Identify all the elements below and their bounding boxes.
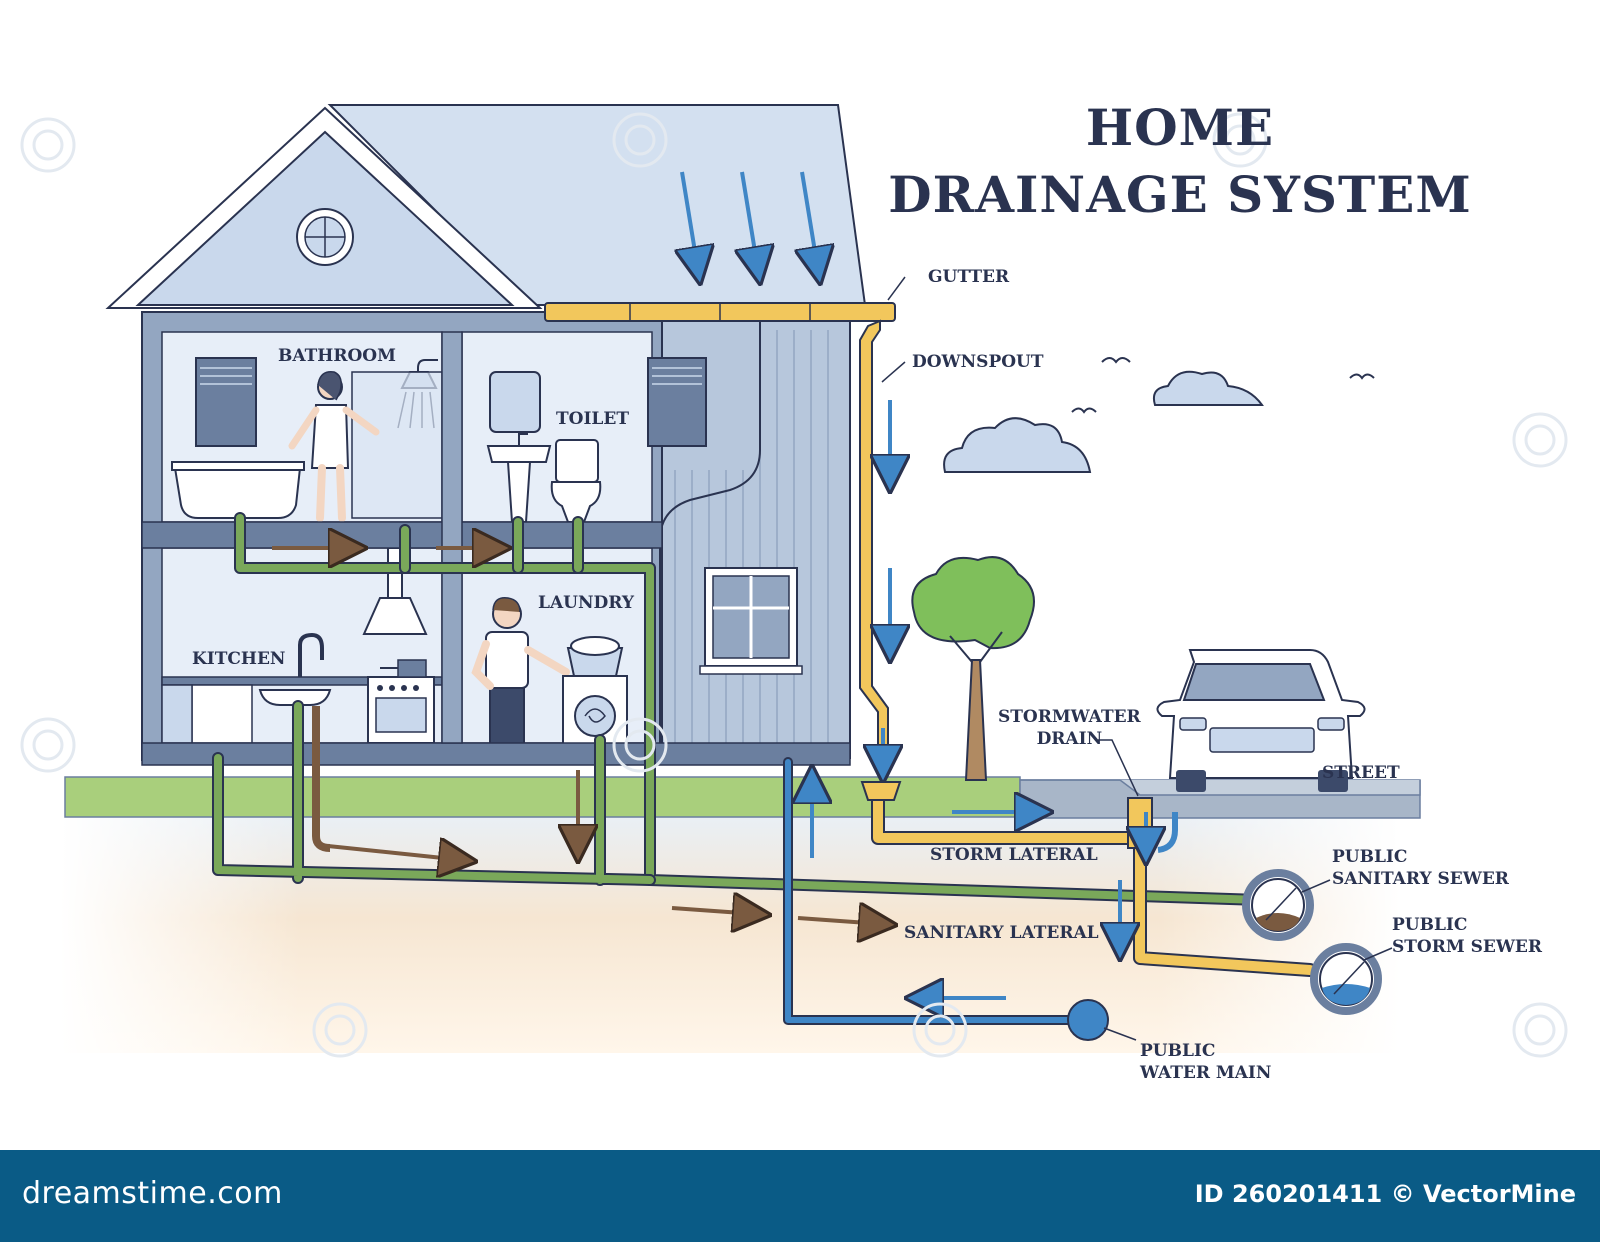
label-street: STREET: [1322, 763, 1400, 783]
car-icon: [1156, 649, 1366, 792]
label-public-storm-sewer-line2: STORM SEWER: [1392, 937, 1543, 957]
foundation: [141, 742, 851, 766]
kitchen-cabinet: [191, 684, 253, 744]
ground: [60, 776, 1421, 1053]
label-public-storm-sewer-line1: PUBLIC: [1392, 915, 1468, 935]
label-stormwater-drain-line1: STORMWATER: [998, 707, 1141, 727]
soil-fade: [60, 808, 1400, 1053]
label-stormwater-drain: STORMWATER DRAIN: [998, 706, 1141, 750]
bathtub-icon: [173, 467, 302, 519]
label-storm-lateral: STORM LATERAL: [930, 845, 1098, 865]
stove-icon: [367, 659, 435, 744]
sink-icon: [486, 445, 552, 463]
waste-flow-arrows: [272, 548, 882, 924]
label-public-water-main: PUBLIC WATER MAIN: [1140, 1040, 1271, 1084]
footer-bar: dreamstime.com ID 260201411 © VectorMine: [0, 1150, 1600, 1242]
leader-lines: [881, 276, 1393, 1041]
label-toilet: TOILET: [556, 409, 629, 429]
footer-brand[interactable]: dreamstime.com: [22, 1176, 283, 1211]
person-icon: [288, 371, 380, 522]
downspout-arrows: [883, 400, 890, 768]
label-public-sanitary-sewer-line2: SANITARY SEWER: [1332, 869, 1509, 889]
tree-icon: [911, 556, 1035, 781]
label-downspout: DOWNSPOUT: [912, 352, 1044, 372]
label-gutter: GUTTER: [928, 267, 1010, 287]
sanitary-pipes: [212, 512, 1266, 906]
window-icon: [195, 357, 257, 447]
label-laundry: LAUNDRY: [538, 593, 634, 613]
bird-icon: [1071, 407, 1097, 414]
public-sanitary-sewer: [1242, 869, 1314, 941]
label-bathroom: BATHROOM: [278, 346, 396, 366]
rain-arrows: [682, 171, 818, 270]
kitchen-drain-brown: [312, 706, 331, 852]
label-public-water-main-line2: WATER MAIN: [1140, 1063, 1272, 1083]
mirror-icon: [489, 371, 541, 433]
label-public-water-main-line1: PUBLIC: [1140, 1041, 1216, 1061]
bird-icon: [1349, 373, 1375, 380]
watermark-icons: [20, 112, 1568, 1058]
diagram-title-line1: HOME: [1085, 98, 1275, 157]
cloud-icon: [943, 417, 1092, 473]
public-water-main-pipe: [1067, 999, 1109, 1041]
water-main-pipe: [783, 757, 1073, 1025]
interior-wall: [441, 331, 463, 744]
diagram-art: [20, 104, 1568, 1058]
diagram-title-line2: DRAINAGE SYSTEM: [888, 165, 1472, 224]
washing-machine-icon: [562, 636, 628, 747]
gutter: [544, 302, 896, 761]
label-public-sanitary-sewer: PUBLIC SANITARY SEWER: [1332, 846, 1509, 890]
label-sanitary-lateral: SANITARY LATERAL: [904, 923, 1099, 943]
label-stormwater-drain-line2: DRAIN: [1036, 729, 1103, 749]
window-icon: [647, 357, 707, 447]
water-flow-arrows: [812, 780, 1006, 998]
kitchen-sink-icon: [258, 689, 332, 706]
stormwater-drain-inlet: [1127, 797, 1153, 849]
stormwater-drain-grate: [860, 781, 902, 801]
diagram-stage: HOME DRAINAGE SYSTEM GUTTER DOWNSPOUT BA…: [20, 98, 1568, 1084]
sky: [943, 357, 1375, 473]
footer-credit: ID 260201411 © VectorMine: [1194, 1180, 1576, 1208]
downspout-pipe: [859, 319, 889, 761]
grass-strip: [64, 776, 1021, 818]
bird-icon: [1101, 357, 1131, 364]
label-kitchen: KITCHEN: [192, 649, 286, 669]
label-public-sanitary-sewer-line1: PUBLIC: [1332, 847, 1408, 867]
cloud-icon: [1152, 370, 1264, 406]
label-public-storm-sewer: PUBLIC STORM SEWER: [1392, 914, 1542, 958]
storm-flow-arrows: [952, 812, 1146, 946]
shower-glass: [351, 371, 443, 519]
shower-icon: [417, 359, 438, 372]
public-storm-sewer: [1310, 943, 1382, 1015]
